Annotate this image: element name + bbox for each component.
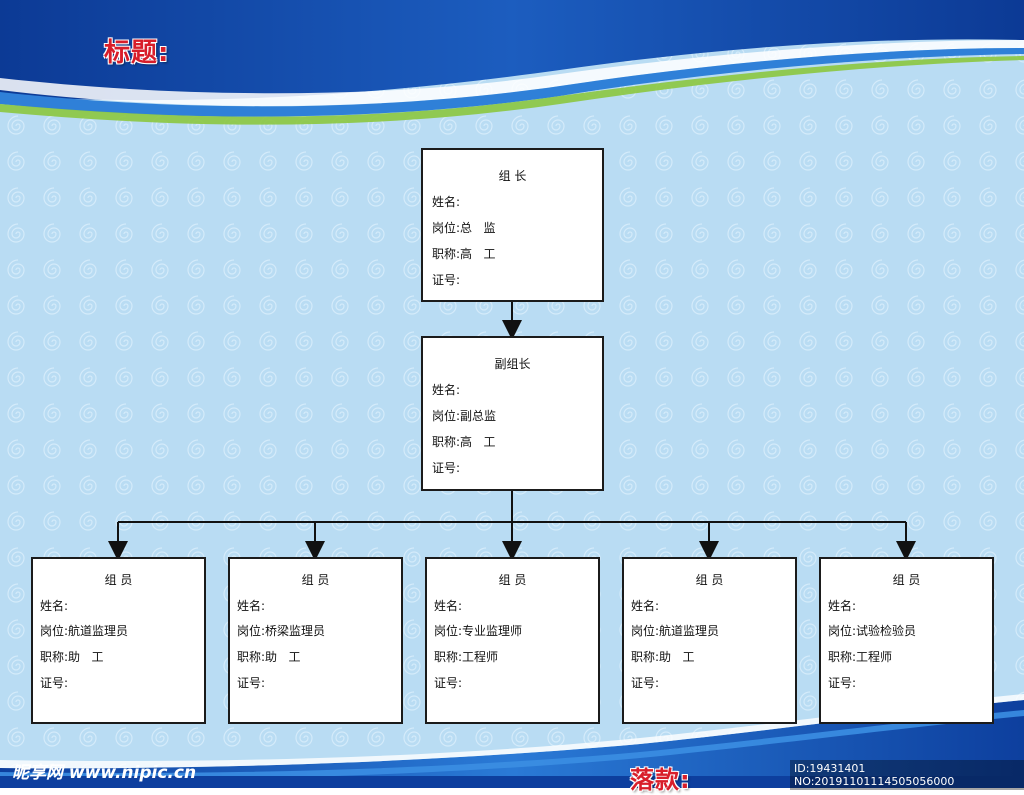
member-rank: 职称:工程师 [828,650,893,664]
member-cert: 证号: [434,676,463,690]
member-cert: 证号: [631,676,660,690]
member-rank: 职称:助 工 [631,650,695,664]
member-rank: 职称:助 工 [237,650,301,664]
member-post: 岗位:航道监理员 [40,624,129,638]
member-post: 岗位:专业监理师 [434,624,523,638]
member-cert: 证号: [40,676,69,690]
deputy-cert: 证号: [432,461,461,475]
member-role: 组 员 [695,573,724,587]
member-role: 组 员 [498,573,527,587]
member-cert: 证号: [237,676,266,690]
member-role: 组 员 [104,573,133,587]
member-box-1: 组 员 姓名: 岗位:航道监理员 职称:助 工 证号: [31,557,206,724]
deputy-rank: 职称:高 工 [432,435,496,449]
leader-box: 组 长 姓名: 岗位:总 监 职称:高 工 证号: [421,148,604,302]
leader-post: 岗位:总 监 [432,221,496,235]
member-cert: 证号: [828,676,857,690]
member-name: 姓名: [631,599,660,613]
member-post: 岗位:试验检验员 [828,624,917,638]
image-id-watermark: ID:19431401 NO:20191101114505056000 [790,760,1024,790]
member-name: 姓名: [237,599,266,613]
member-name: 姓名: [434,599,463,613]
member-post: 岗位:航道监理员 [631,624,720,638]
member-rank: 职称:助 工 [40,650,104,664]
member-role: 组 员 [892,573,921,587]
member-role: 组 员 [301,573,330,587]
member-name: 姓名: [828,599,857,613]
member-rank: 职称:工程师 [434,650,499,664]
member-box-5: 组 员 姓名: 岗位:试验检验员 职称:工程师 证号: [819,557,994,724]
member-box-3: 组 员 姓名: 岗位:专业监理师 职称:工程师 证号: [425,557,600,724]
member-name: 姓名: [40,599,69,613]
member-post: 岗位:桥梁监理员 [237,624,326,638]
leader-role: 组 长 [498,169,527,183]
member-box-4: 组 员 姓名: 岗位:航道监理员 职称:助 工 证号: [622,557,797,724]
leader-rank: 职称:高 工 [432,247,496,261]
member-box-2: 组 员 姓名: 岗位:桥梁监理员 职称:助 工 证号: [228,557,403,724]
deputy-role: 副组长 [494,357,531,371]
deputy-box: 副组长 姓名: 岗位:副总监 职称:高 工 证号: [421,336,604,491]
leader-name: 姓名: [432,195,461,209]
deputy-name: 姓名: [432,383,461,397]
site-watermark: 昵享网 www.nipic.cn [12,763,197,783]
deputy-post: 岗位:副总监 [432,409,497,423]
page-title: 标题: [104,38,170,68]
leader-cert: 证号: [432,273,461,287]
